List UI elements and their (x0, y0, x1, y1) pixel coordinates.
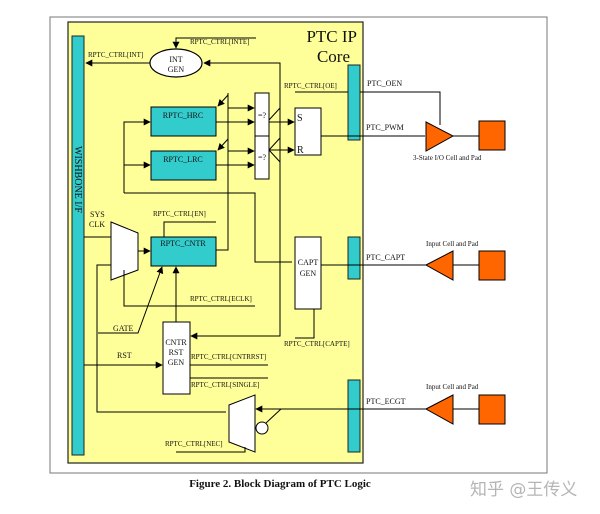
ecgt-invert-wire (265, 408, 282, 424)
figure-caption: Figure 2. Block Diagram of PTC Logic (189, 478, 371, 490)
en-wire (163, 221, 216, 237)
capt-pad (478, 250, 506, 281)
nec-wire (176, 447, 246, 453)
watermark: 知乎 @王传义 (470, 480, 578, 500)
inte-label: RPTC_CTRL[INTE] (190, 38, 250, 46)
oe-label: RPTC_CTRL[OE] (284, 82, 337, 90)
single-label: RPTC_CTRL[SINGLE] (191, 381, 259, 389)
hrc-register (150, 106, 217, 137)
data-bus-wire (123, 118, 151, 193)
inte-wire (172, 37, 256, 49)
eclk-label: RPTC_CTRL[ECLK] (190, 295, 252, 303)
output-port-bar (347, 64, 361, 141)
ecgt-mux (228, 394, 256, 453)
bus-bottom-wire (124, 192, 292, 263)
sr-reset-label: R (297, 145, 304, 156)
eclk-wire (123, 270, 255, 307)
int-gen-label-1: INT (169, 55, 182, 64)
cmp2-branch-wire (268, 149, 281, 163)
lrc-register (150, 150, 217, 181)
cntr-bus-wire (216, 93, 229, 251)
ptc-capt-label: PTC_CAPT (366, 253, 405, 262)
int-feedback-wire (203, 59, 281, 195)
clock-mux (110, 221, 139, 281)
cntr-rst-gen-label-1: CNTR (165, 338, 187, 347)
capte-wire (295, 309, 315, 339)
hrc-label: RPTC_HRC (163, 111, 203, 120)
sr-set-label: S (297, 113, 303, 124)
hrc-load-arrow (217, 94, 229, 107)
ptc-ecgt-label: PTC_ECGT (366, 397, 406, 406)
en-label: RPTC_CTRL[EN] (153, 210, 206, 218)
comparator-hrc-label: =? (258, 111, 267, 120)
core-title-line2: Core (317, 47, 350, 66)
gate-label: GATE (113, 324, 134, 333)
capt-gen-label-2: GEN (300, 269, 317, 278)
cntr-rst-gen-label-2: RST (169, 348, 184, 357)
sr-flip-flop (294, 107, 322, 156)
pwm-pad (478, 120, 506, 151)
cntrrst-label: RPTC_CTRL[CNTRRST] (191, 353, 266, 361)
comparator-lrc-label: =? (258, 153, 267, 162)
lrc-label: RPTC_LRC (163, 155, 203, 164)
ecgt-pad (478, 394, 506, 425)
ecgt-port-bar (347, 379, 361, 453)
cntr-register (150, 236, 217, 267)
cntr-label: RPTC_CNTR (160, 239, 206, 248)
ptc-pwm-label: PTC_PWM (366, 123, 404, 132)
ecgt-cell-label: Input Cell and Pad (426, 383, 479, 391)
wishbone-label: WISHBONE I/F (72, 146, 83, 213)
sys-clk-label-1: SYS (90, 210, 105, 219)
nec-label: RPTC_CTRL[NEC] (165, 440, 223, 448)
capt-port-bar (347, 236, 361, 280)
cntr-rst-gen-label-3: GEN (168, 358, 185, 367)
capt-to-rstgen-wire (190, 305, 281, 340)
capt-gen-block (294, 236, 322, 310)
tristate-cell-label: 3-State I/O Cell and Pad (413, 154, 482, 162)
capte-label: RPTC_CTRL[CAPTE] (284, 340, 350, 348)
tristate-buffer-icon (425, 121, 455, 152)
gate-wire (98, 266, 164, 334)
capt-gen-label-1: CAPT (298, 258, 319, 267)
sys-clk-label-2: CLK (89, 220, 105, 229)
cmp2-out-wire (268, 137, 281, 151)
ptc-oen-label: PTC_OEN (367, 79, 402, 88)
int-gen-label-2: GEN (168, 65, 185, 74)
lrc-load-arrow (217, 138, 229, 151)
rst-label: RST (117, 351, 132, 360)
core-title-line1: PTC IP (306, 27, 357, 46)
cmp1-out-wire (268, 107, 281, 121)
ecgt-inverter-bubble (255, 421, 269, 435)
comparator-lrc (254, 135, 270, 180)
ext-clk-wire (96, 264, 226, 413)
capt-cell-label: Input Cell and Pad (426, 240, 479, 248)
ptc-oen-wire (360, 91, 441, 125)
int-label: RPTC_CTRL[INT] (88, 51, 143, 59)
wishbone-interface-bar (71, 35, 85, 456)
